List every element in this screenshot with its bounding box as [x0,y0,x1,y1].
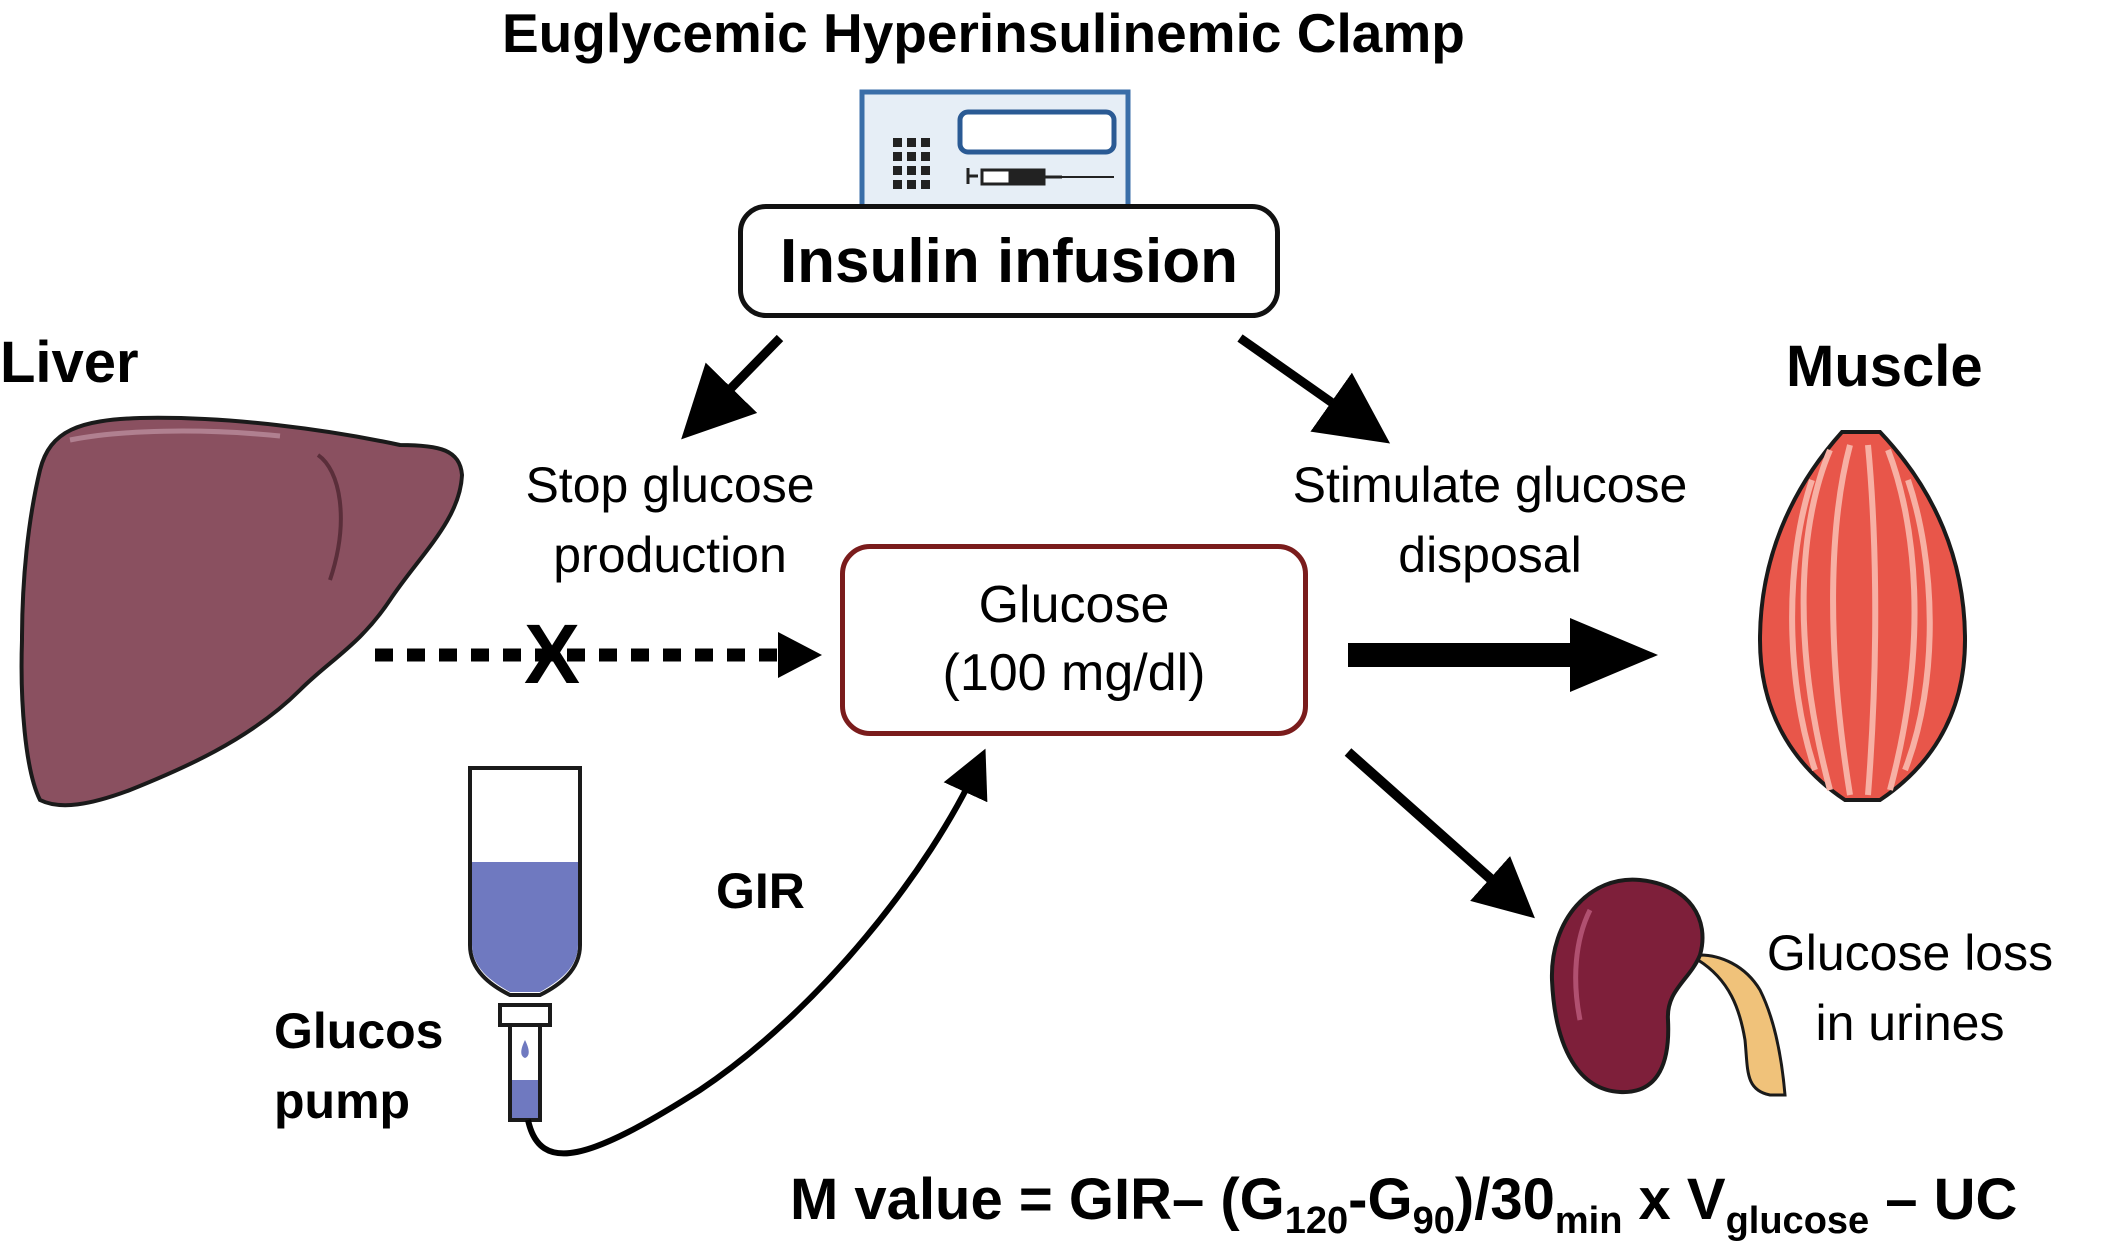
gir-label: GIR [716,863,805,919]
arrow-to-muscle-effect [1237,334,1391,444]
insulin-infusion-label: Insulin infusion [779,226,1239,296]
glucose-box: Glucose (100 mg/dl) [840,544,1308,736]
muscle-label: Muscle [1786,334,1983,399]
diagram-title: Euglycemic Hyperinsulinemic Clamp [502,2,1465,64]
stop-production-label-2: production [553,527,787,583]
blocked-arrow-head [778,632,822,678]
glucose-pump-icon [468,766,582,1122]
muscle-icon [1757,430,1968,802]
glucose-pump-label-2: pump [274,1073,411,1129]
stimulate-disposal-label-1: Stimulate glucose [1292,457,1688,513]
stop-production-label-1: Stop glucose [525,457,815,513]
glucose-pump-label-1: Glucos [274,1003,444,1059]
stimulate-disposal-label-2: disposal [1398,527,1582,583]
glucose-concentration-label: (100 mg/dl) [942,644,1206,702]
kidney-icon [1549,877,1787,1097]
gir-infusion-arrow [525,748,988,1157]
insulin-infusion-box: Insulin infusion [738,204,1280,318]
urine-loss-label-1: Glucose loss [1766,925,2054,981]
arrow-to-liver-effect [681,334,784,440]
syringe-icon [966,168,1114,186]
glucose-box-label: Glucose [978,576,1170,635]
disposal-arrow-head [1570,618,1658,692]
infusion-pump-icon [859,89,1131,213]
urine-loss-arrow [1344,748,1535,919]
liver-label: Liver [0,330,139,395]
block-x-mark: X [524,607,581,701]
urine-loss-label-2: in urines [1815,995,2005,1051]
m-value-formula: M value = GIR– (G120-G90)/30min x Vgluco… [790,1167,2018,1242]
liver-icon [19,415,465,808]
